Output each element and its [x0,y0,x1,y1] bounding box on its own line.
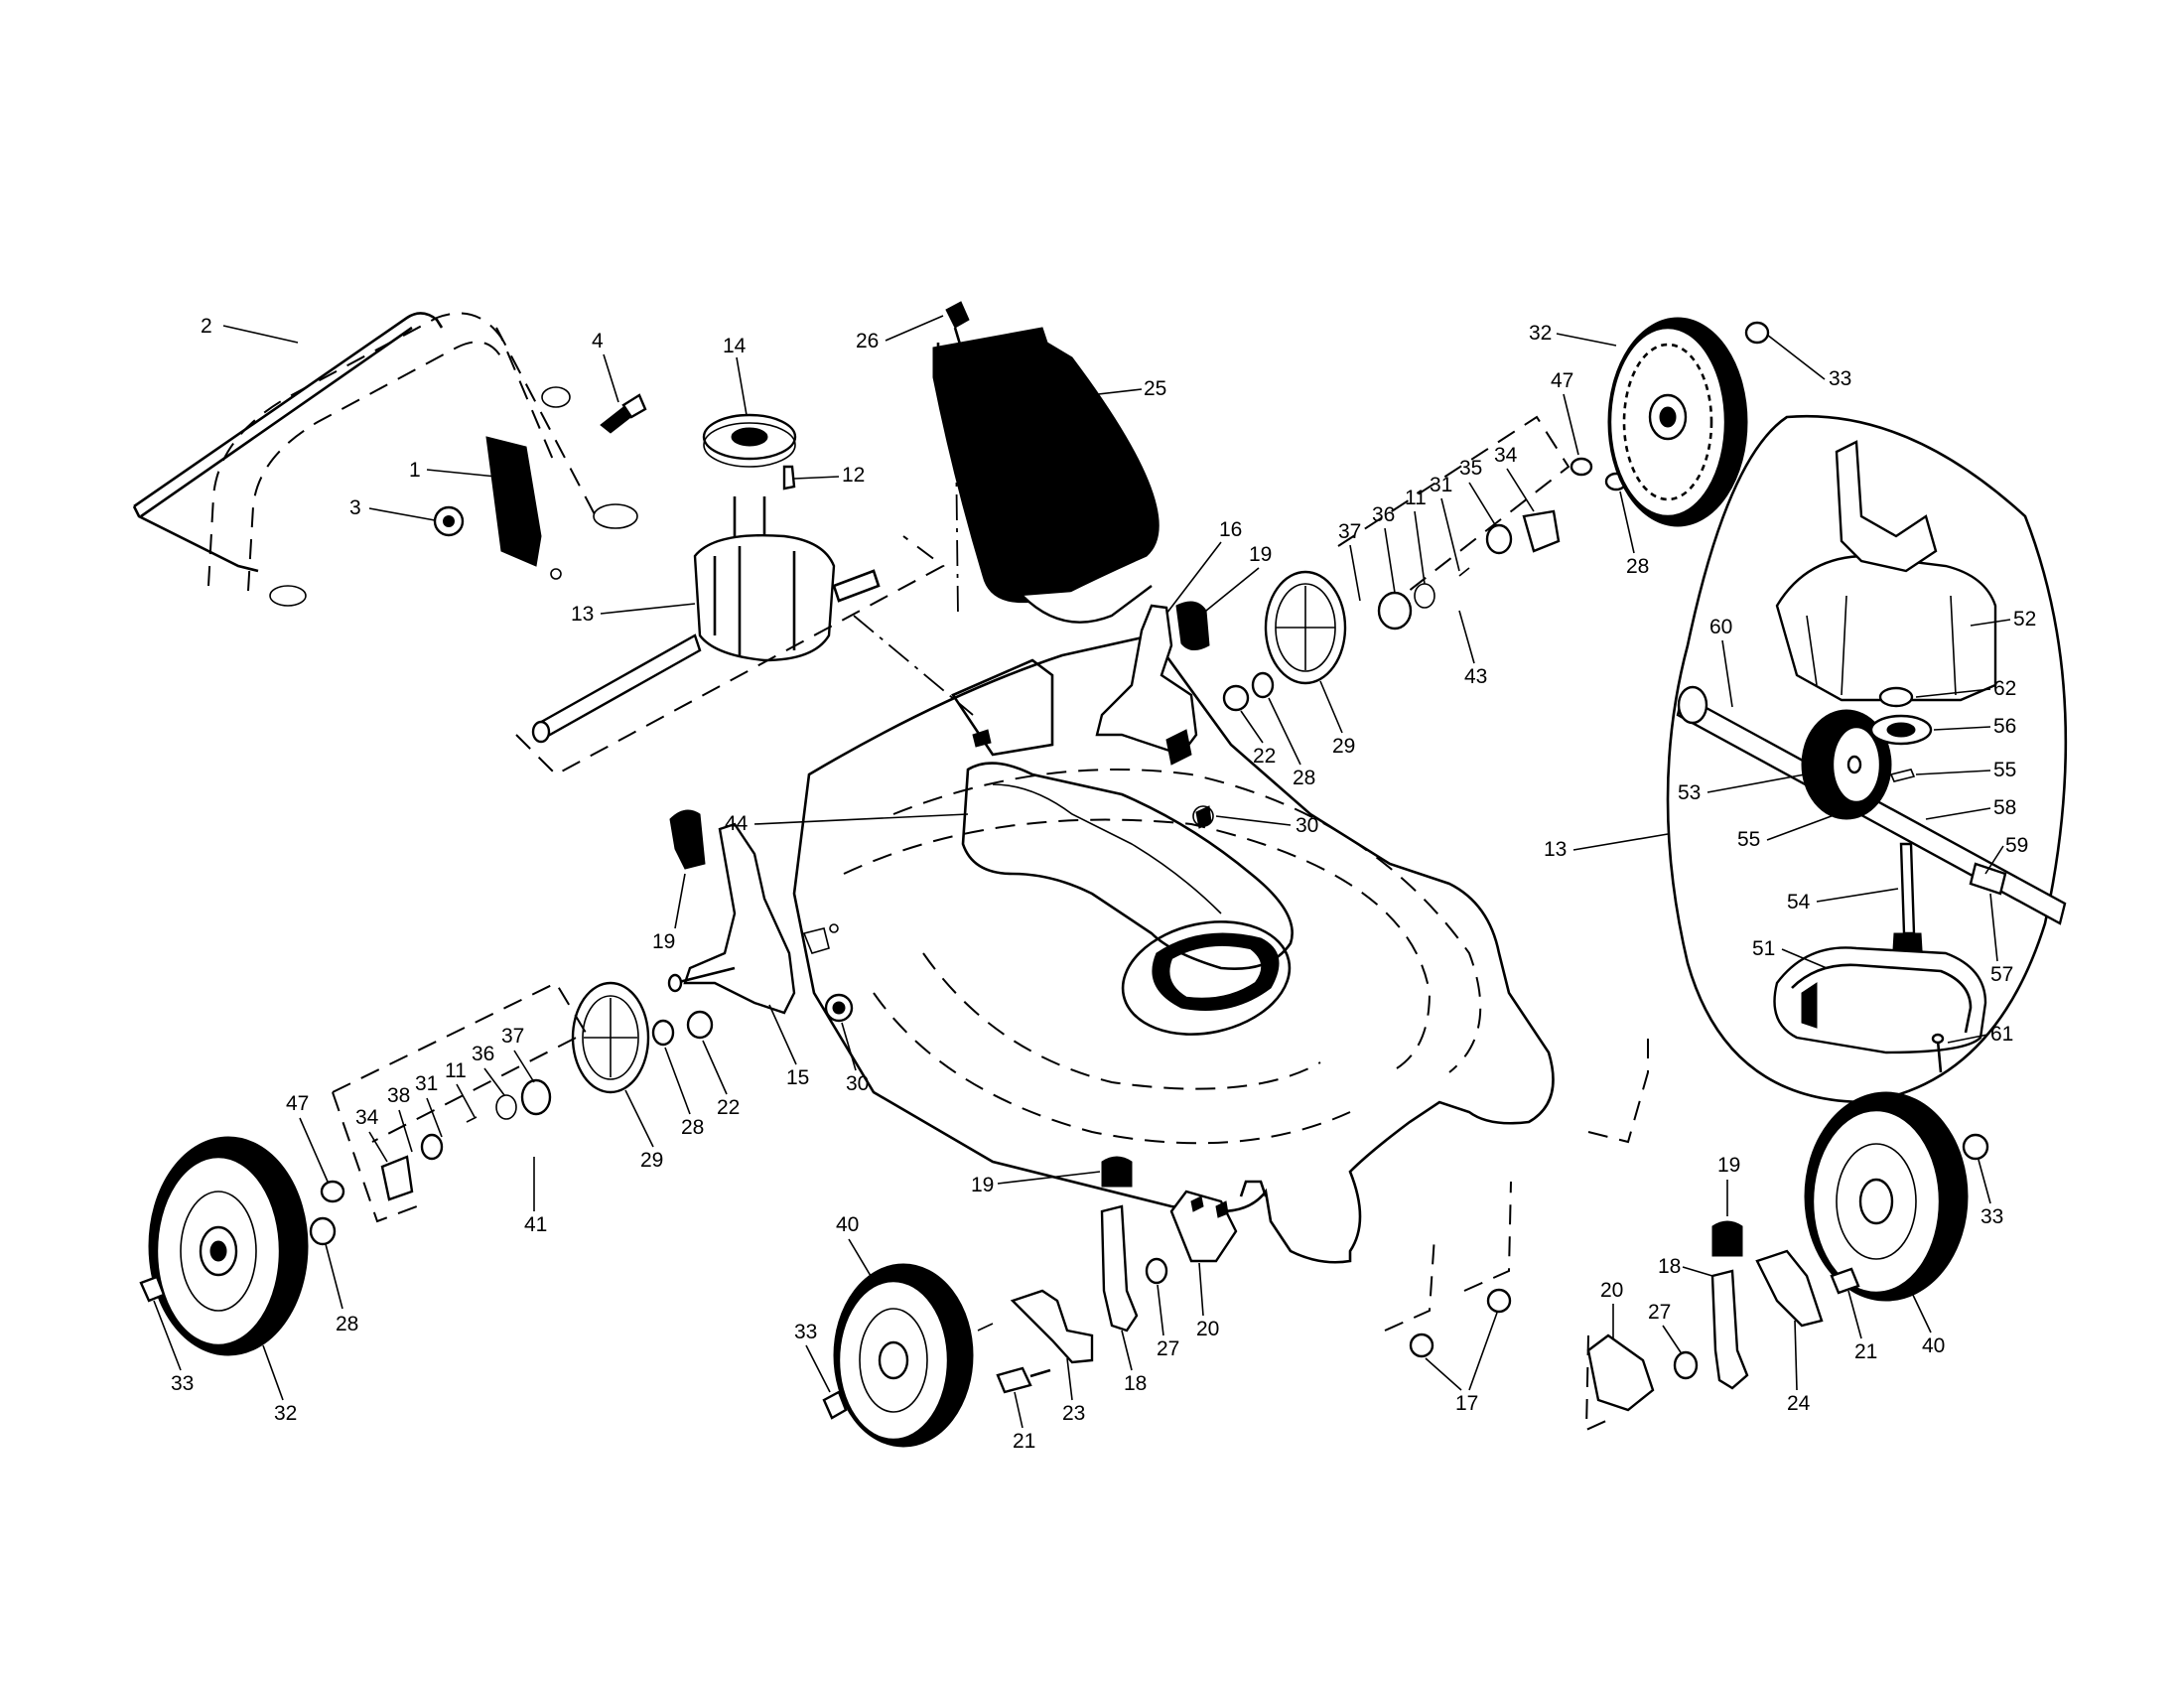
part-label-19: 19 [652,930,675,953]
mower-deck [792,633,1555,1264]
part-label-57: 57 [1990,963,2013,986]
part-label-38: 38 [387,1084,410,1107]
part-label-31: 31 [415,1072,438,1095]
part-label-27: 27 [1157,1337,1179,1360]
part-label-14: 14 [723,335,747,357]
part-label-23: 23 [1062,1402,1085,1425]
part-label-35: 35 [1459,457,1482,480]
transmission-detail-oval [1666,414,2068,1104]
part-label-18: 18 [1658,1255,1681,1278]
part-label-55: 55 [1737,828,1760,851]
part-label-22: 22 [717,1096,740,1119]
part-label-62: 62 [1993,677,2016,700]
part-label-47: 47 [1551,369,1573,392]
transmission-assembly [515,413,974,776]
part-label-3: 3 [349,496,361,519]
part-label-19: 19 [1249,543,1272,566]
part-label-44: 44 [725,812,749,835]
part-label-32: 32 [1529,322,1552,345]
part-label-13: 13 [1544,838,1567,861]
part-label-18: 18 [1124,1372,1147,1395]
part-label-53: 53 [1678,781,1701,804]
part-label-54: 54 [1787,891,1811,913]
front-right-wheel-assembly [1384,1033,1989,1432]
part-label-15: 15 [786,1066,809,1089]
part-label-29: 29 [1332,735,1355,758]
rear-deflector [932,301,1160,624]
part-label-37: 37 [1338,520,1361,543]
part-label-19: 19 [1717,1154,1740,1177]
part-label-20: 20 [1600,1279,1623,1302]
part-label-26: 26 [856,330,879,352]
right-height-adjuster [1095,415,1628,829]
part-label-12: 12 [842,464,865,487]
part-label-31: 31 [1430,474,1452,496]
part-label-51: 51 [1752,937,1775,960]
part-label-40: 40 [836,1213,859,1236]
front-left-wheel-assembly [822,1156,1238,1448]
part-label-16: 16 [1219,518,1242,541]
part-label-29: 29 [640,1149,663,1172]
part-label-47: 47 [286,1092,309,1115]
part-label-33: 33 [1829,367,1851,390]
part-label-55: 55 [1993,759,2016,781]
part-label-36: 36 [472,1043,494,1065]
part-label-60: 60 [1709,616,1732,638]
part-label-36: 36 [1372,503,1395,526]
part-label-21: 21 [1854,1340,1877,1363]
part-label-19: 19 [971,1174,994,1196]
part-label-33: 33 [171,1372,194,1395]
part-label-2: 2 [201,315,212,338]
part-label-33: 33 [794,1321,817,1343]
part-callouts: 2 1 3 4 14 12 13 26 25 16 19 22 28 29 30… [153,315,2036,1453]
part-label-30: 30 [1296,814,1318,837]
part-label-41: 41 [524,1213,547,1236]
part-label-28: 28 [1293,767,1315,789]
part-label-37: 37 [501,1025,524,1048]
part-label-20: 20 [1196,1318,1219,1340]
part-label-56: 56 [1993,715,2016,738]
part-label-61: 61 [1990,1023,2013,1046]
rear-left-wheel [139,1136,309,1356]
part-label-21: 21 [1013,1430,1035,1453]
part-label-28: 28 [336,1313,358,1335]
part-label-30: 30 [846,1072,869,1095]
part-label-11: 11 [1405,487,1427,509]
part-label-1: 1 [409,459,421,482]
part-label-40: 40 [1922,1334,1945,1357]
part-label-25: 25 [1144,377,1166,400]
part-label-24: 24 [1787,1392,1811,1415]
part-label-4: 4 [592,330,604,352]
left-height-adjuster [309,809,854,1246]
part-label-13: 13 [571,603,594,626]
part-label-27: 27 [1648,1301,1671,1324]
part-label-28: 28 [681,1116,704,1139]
part-label-52: 52 [2013,608,2036,631]
part-label-58: 58 [1993,796,2016,819]
part-label-28: 28 [1626,555,1649,578]
part-label-34: 34 [355,1106,379,1129]
part-label-34: 34 [1494,444,1518,467]
rear-right-wheel [1607,317,1770,527]
handle-assembly [132,312,647,607]
part-label-17: 17 [1455,1392,1478,1415]
part-label-59: 59 [2005,834,2028,857]
part-label-32: 32 [274,1402,297,1425]
part-label-33: 33 [1980,1205,2003,1228]
part-label-22: 22 [1253,745,1276,768]
part-label-11: 11 [445,1059,467,1082]
part-label-43: 43 [1464,665,1487,688]
